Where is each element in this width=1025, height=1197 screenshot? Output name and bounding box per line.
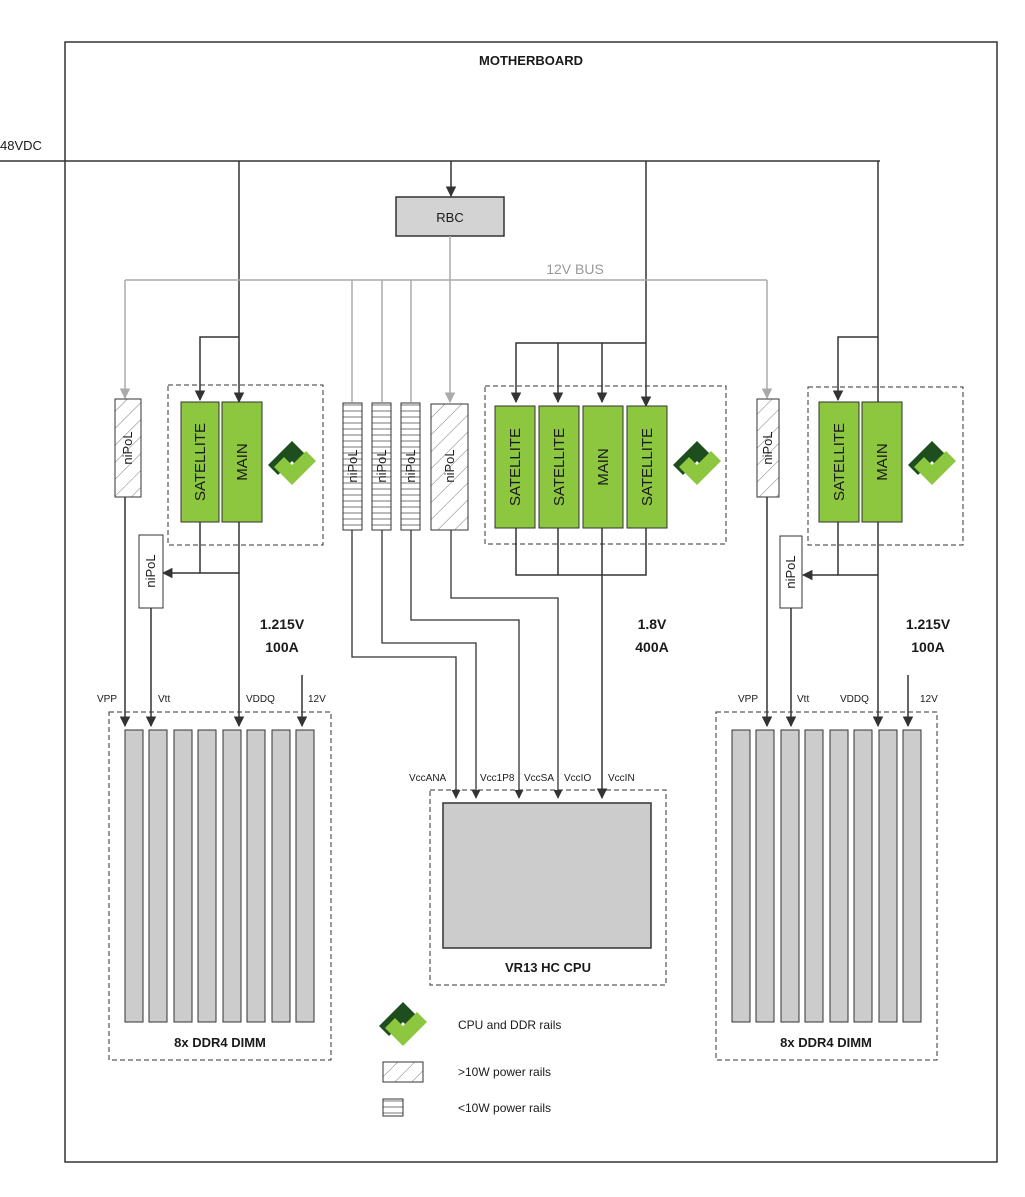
right-vr-group xyxy=(807,386,964,546)
right-nipol-vtt-label: niPoL xyxy=(783,555,798,588)
legend-gt10w-label: >10W power rails xyxy=(458,1065,551,1079)
left-nipol-vpp xyxy=(114,398,142,498)
left-nipol-vtt xyxy=(138,534,164,609)
right-voltage-label: 1.215V xyxy=(906,616,951,632)
cpu-vccsa-label: VccSA xyxy=(524,773,554,784)
rbc-label: RBC xyxy=(436,210,463,225)
left-12v-label: 12V xyxy=(308,694,326,705)
left-nipol-vpp-label: niPoL xyxy=(120,431,135,464)
right-dimm-slots xyxy=(731,729,922,1023)
mid-voltage-label: 1.8V xyxy=(638,616,667,632)
left-dimm-label: 8x DDR4 DIMM xyxy=(174,1035,266,1050)
left-vddq-label: VDDQ xyxy=(246,694,275,705)
left-satellite-module xyxy=(180,401,220,523)
nipol-vccsa-label: niPoL xyxy=(403,449,418,482)
mid-satellite-label-3: SATELLITE xyxy=(639,428,656,506)
legend-lt10w-swatch xyxy=(382,1098,404,1117)
right-vddq-label: VDDQ xyxy=(840,694,869,705)
left-vtt-label: Vtt xyxy=(158,694,170,705)
left-main-label: MAIN xyxy=(234,443,251,481)
cpu-vccin-label: VccIN xyxy=(608,773,635,784)
cpu-die xyxy=(442,802,652,949)
mid-main-label: MAIN xyxy=(595,448,612,486)
right-vtt-label: Vtt xyxy=(797,694,809,705)
cpu-group xyxy=(429,789,667,986)
left-vpp-label: VPP xyxy=(97,694,117,705)
right-satellite-module xyxy=(818,401,860,523)
input-48v-label: 48VDC xyxy=(0,138,42,153)
mid-vr-logo-icon xyxy=(673,441,721,485)
motherboard-title: MOTHERBOARD xyxy=(479,53,583,68)
mid-satellite-label-1: SATELLITE xyxy=(507,428,524,506)
cpu-vccana-label: VccANA xyxy=(409,773,447,784)
left-vr-logo-icon xyxy=(268,441,316,485)
legend: CPU and DDR rails >10W power rails <10W … xyxy=(379,1002,561,1117)
left-dimm-slots xyxy=(124,729,315,1023)
legend-gt10w-swatch xyxy=(382,1061,424,1083)
right-nipol-vpp xyxy=(756,398,780,498)
nipol-vcc1p8-label: niPoL xyxy=(374,449,389,482)
cpu-label: VR13 HC CPU xyxy=(505,960,591,975)
right-main-label: MAIN xyxy=(874,443,891,481)
mid-satellite-module-3 xyxy=(626,405,668,529)
mid-main-module xyxy=(582,405,624,529)
mid-satellite-label-2: SATELLITE xyxy=(551,428,568,506)
right-current-label: 100A xyxy=(911,639,944,655)
legend-logo-icon xyxy=(379,1002,427,1046)
bus-12v-label: 12V BUS xyxy=(546,261,604,277)
mid-current-label: 400A xyxy=(635,639,668,655)
nipol-vccana-label: niPoL xyxy=(345,449,360,482)
left-current-label: 100A xyxy=(265,639,298,655)
nipol-vccio-label: niPoL xyxy=(442,449,457,482)
right-satellite-label: SATELLITE xyxy=(831,423,848,501)
left-voltage-label: 1.215V xyxy=(260,616,305,632)
right-dimm-label: 8x DDR4 DIMM xyxy=(780,1035,872,1050)
legend-lt10w-label: <10W power rails xyxy=(458,1101,551,1115)
right-dimm-group xyxy=(715,711,938,1061)
left-dimm-group xyxy=(108,711,332,1061)
nipol-vccio xyxy=(430,403,469,531)
motherboard-frame xyxy=(64,41,998,1163)
left-main-module xyxy=(221,401,263,523)
right-vr-logo-icon xyxy=(908,441,956,485)
right-vpp-label: VPP xyxy=(738,694,758,705)
left-satellite-label: SATELLITE xyxy=(192,423,209,501)
right-main-module xyxy=(861,401,903,523)
rbc-box xyxy=(395,196,505,237)
left-nipol-vtt-label: niPoL xyxy=(143,554,158,587)
legend-cpu-ddr-label: CPU and DDR rails xyxy=(458,1018,561,1032)
mid-satellite-module-2 xyxy=(538,405,580,529)
right-12v-label: 12V xyxy=(920,694,938,705)
mid-vr-group xyxy=(484,385,727,545)
right-nipol-vpp-label: niPoL xyxy=(760,431,775,464)
cpu-vcc1p8-label: Vcc1P8 xyxy=(480,773,515,784)
mid-satellite-module-1 xyxy=(494,405,536,529)
left-vr-group xyxy=(167,384,324,546)
cpu-vccio-label: VccIO xyxy=(564,773,591,784)
